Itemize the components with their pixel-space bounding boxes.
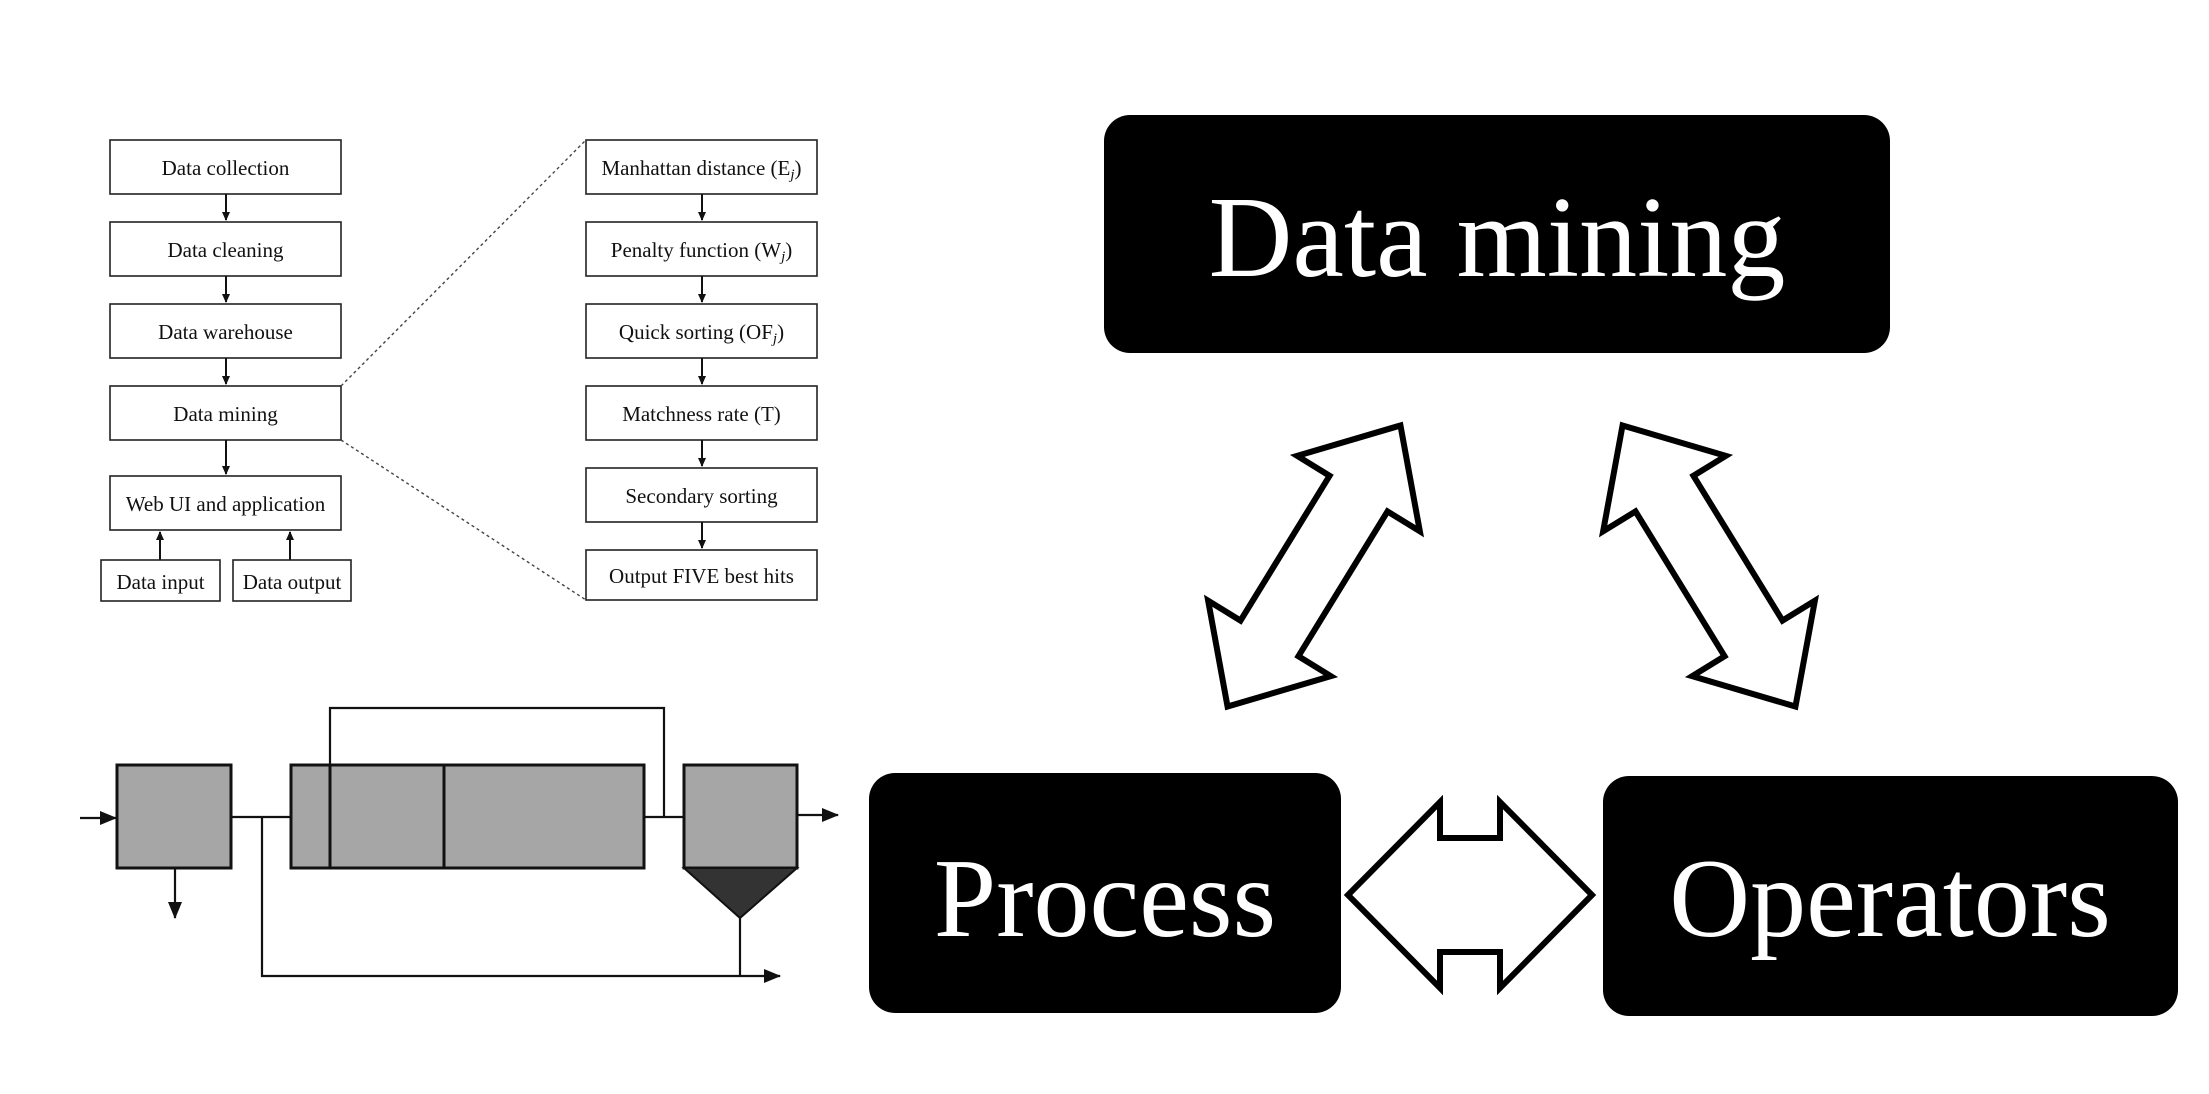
flow-step-data-collection: Data collection — [109, 139, 342, 195]
flow-step-label: Data cleaning — [167, 238, 284, 262]
flow-step-data-mining: Data mining — [109, 385, 342, 441]
return-sludge-line — [260, 817, 781, 983]
internal-recycle-line — [328, 706, 666, 817]
detail-step-label: Manhattan distance (Ej) — [601, 156, 801, 183]
flow-input-data-input: Data input — [100, 559, 221, 602]
operators-box: Operators — [1603, 776, 2178, 1016]
flow-input-label: Data input — [116, 570, 204, 594]
zoom-line-top — [340, 139, 587, 387]
detail-step-label: Output FIVE best hits — [609, 564, 794, 588]
detail-step-secondary-sorting: Secondary sorting — [585, 467, 818, 523]
flow-step-data-warehouse: Data warehouse — [109, 303, 342, 359]
clarifier-tank — [682, 763, 799, 870]
flow-input-data-output: Data output — [232, 559, 352, 602]
data-mining-box: Data mining — [1104, 115, 1890, 353]
detail-step-label: Quick sorting (OFj) — [619, 320, 784, 347]
detail-step-penalty-function: Penalty function (Wj) — [585, 221, 818, 277]
detail-step-label: Penalty function (Wj) — [611, 238, 792, 265]
operators-label: Operators — [1669, 837, 2111, 961]
detail-step-output-best-hits: Output FIVE best hits — [585, 549, 818, 601]
flow-step-web-ui: Web UI and application — [109, 475, 342, 531]
clarifier-cone — [681, 867, 800, 920]
flow-step-label: Data mining — [173, 402, 278, 426]
detail-step-label: Matchness rate (T) — [622, 402, 781, 426]
detail-step-matchness-rate: Matchness rate (T) — [585, 385, 818, 441]
process-schematic — [80, 706, 839, 983]
data-mining-label: Data mining — [1209, 174, 1786, 302]
flow-input-label: Data output — [243, 570, 342, 594]
primary-tank — [115, 763, 233, 870]
detail-step-label: Secondary sorting — [625, 484, 778, 508]
process-label: Process — [934, 837, 1276, 961]
process-box: Process — [869, 773, 1341, 1013]
detail-step-quick-sorting: Quick sorting (OFj) — [585, 303, 818, 359]
double-arrow-datamining-process — [1203, 421, 1425, 711]
flow-step-data-cleaning: Data cleaning — [109, 221, 342, 277]
double-arrow-datamining-operators — [1598, 421, 1820, 711]
right-flowchart: Manhattan distance (Ej) Penalty function… — [585, 139, 818, 601]
zoom-line-bottom — [340, 439, 587, 601]
flow-step-label: Web UI and application — [126, 492, 326, 516]
detail-step-manhattan-distance: Manhattan distance (Ej) — [585, 139, 818, 195]
double-arrow-process-operators — [1343, 794, 1597, 996]
flow-step-label: Data warehouse — [158, 320, 293, 344]
triad-diagram: Data mining Process Operators — [869, 115, 2178, 1016]
flow-step-label: Data collection — [162, 156, 290, 180]
left-flowchart: Data collection Data cleaning Data wareh… — [100, 139, 352, 602]
reactor-tank — [289, 763, 646, 870]
